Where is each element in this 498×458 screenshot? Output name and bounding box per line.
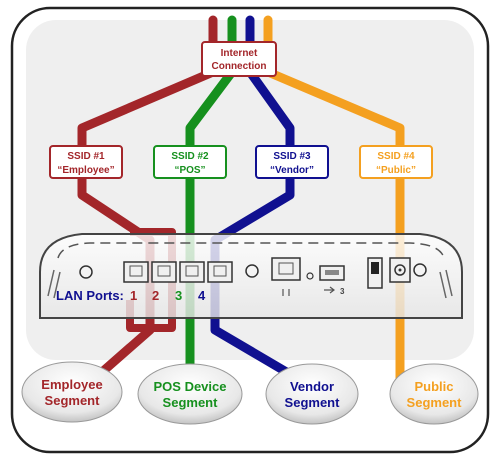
lan-port-number-3: 3	[175, 288, 182, 303]
employee-segment-line2: Segment	[45, 393, 101, 408]
pos-segment-line2: Segment	[163, 395, 219, 410]
lan-port-number-4: 4	[198, 288, 206, 303]
pos-segment-bubble: POS Device Segment	[137, 363, 243, 425]
power-jack	[389, 257, 411, 283]
ssid-vendor-line1: SSID #3	[273, 151, 311, 162]
lan-port-number-2: 2	[152, 288, 159, 303]
ssid-pos-box: SSID #2 “POS”	[153, 145, 227, 179]
ssid-employee-line2: “Employee”	[57, 165, 114, 176]
lan-port-2	[151, 261, 177, 283]
lan-ports-label: LAN Ports:	[56, 288, 124, 303]
public-segment-line2: Segment	[407, 395, 463, 410]
lan-port-3	[179, 261, 205, 283]
vendor-segment-line2: Segment	[285, 395, 341, 410]
lan-port-4	[207, 261, 233, 283]
usb-icon	[324, 286, 335, 294]
ssid-pos-line2: “POS”	[174, 165, 205, 176]
internet-connection-box	[201, 41, 277, 77]
ssid-employee-box: SSID #1 “Employee”	[49, 145, 123, 179]
ssid-pos-line1: SSID #2	[171, 151, 209, 162]
employee-segment-bubble: Employee Segment	[21, 361, 123, 423]
reset-button-icon	[79, 265, 93, 279]
wps-button-icon	[413, 263, 427, 277]
ssid-vendor-line2: “Vendor”	[270, 165, 314, 176]
ssid-public-line1: SSID #4	[377, 151, 415, 162]
vendor-segment-bubble: Vendor Segment	[265, 363, 359, 425]
public-segment-bubble: Public Segment	[389, 363, 479, 425]
indicator-icon	[245, 264, 259, 278]
ssid-public-line2: “Public”	[376, 165, 416, 176]
usb-number: 3	[340, 287, 345, 296]
public-segment-line1: Public	[414, 379, 453, 394]
lan-port-1	[123, 261, 149, 283]
pos-segment-line1: POS Device	[154, 379, 227, 394]
power-switch	[367, 257, 383, 289]
usb-port	[319, 265, 345, 281]
ssid-vendor-box: SSID #3 “Vendor”	[255, 145, 329, 179]
led-icon	[306, 272, 314, 280]
internet-label-line2: Connection	[212, 61, 267, 72]
vendor-segment-line1: Vendor	[290, 379, 334, 394]
internet-label-line1: Internet	[221, 48, 258, 59]
lan-port-number-1: 1	[130, 288, 137, 303]
employee-segment-line1: Employee	[41, 377, 102, 392]
ssid-employee-line1: SSID #1	[67, 151, 105, 162]
wan-port	[271, 257, 301, 296]
ssid-public-box: SSID #4 “Public”	[359, 145, 433, 179]
